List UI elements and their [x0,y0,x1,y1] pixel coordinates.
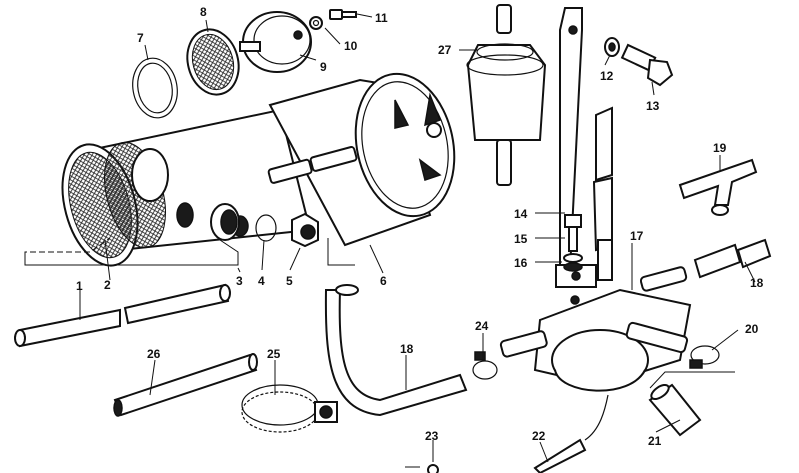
washer-12 [604,37,620,57]
hose-22 [533,394,609,473]
callout-22: 22 [532,429,546,443]
callout-25: 25 [267,347,281,361]
callout-6: 6 [380,274,387,288]
screw-11 [329,9,357,20]
hose-26 [113,353,258,417]
hose-18-bent [324,284,468,417]
hose-1 [14,283,231,348]
callout-18-right: 18 [750,276,764,290]
callout-11: 11 [375,11,388,25]
callout-14: 14 [514,207,528,221]
callout-1: 1 [76,279,83,293]
bolt-13 [620,43,674,87]
bracket-lines-right [649,371,735,389]
group-bracket [24,237,355,266]
gasket-10 [309,16,323,30]
callout-27: 27 [438,43,452,57]
washer-16 [563,253,583,272]
callout-10: 10 [344,39,358,53]
callout-12: 12 [600,69,614,83]
o-ring-7 [132,57,178,119]
hose-vertical [592,106,613,281]
callout-labels: 7 8 9 10 11 27 12 13 19 14 15 16 17 18 2… [76,5,764,448]
callout-7: 7 [137,31,144,45]
callout-19: 19 [713,141,727,155]
inline-filter-27 [466,4,547,186]
hose-21 [648,383,702,437]
callout-15: 15 [514,232,528,246]
screw-15 [564,214,582,252]
callout-24: 24 [475,319,489,333]
callout-26: 26 [147,347,161,361]
clamp-24 [472,351,498,380]
filter-cover-9 [239,11,312,73]
callout-16: 16 [514,256,528,270]
fitting-23 [405,464,439,473]
callout-21: 21 [648,434,662,448]
clamp-20 [689,345,720,369]
callout-5: 5 [286,274,293,288]
tee-connector-19 [678,158,758,216]
callout-13: 13 [646,99,660,113]
leader-lines [79,13,756,463]
callout-4: 4 [258,274,265,288]
fuel-pump-17 [499,266,692,392]
callout-9: 9 [320,60,327,74]
callout-17: 17 [630,229,644,243]
hose-clamp-25 [241,384,338,433]
hose-18-short [693,238,772,279]
fuel-filter-assembly [61,72,456,267]
callout-3: 3 [236,274,243,288]
callout-18-middle: 18 [400,342,414,356]
callout-20: 20 [745,322,759,336]
strainer-screen-8 [186,28,240,96]
callout-2: 2 [104,278,111,292]
callout-23: 23 [425,429,439,443]
callout-8: 8 [200,5,207,19]
